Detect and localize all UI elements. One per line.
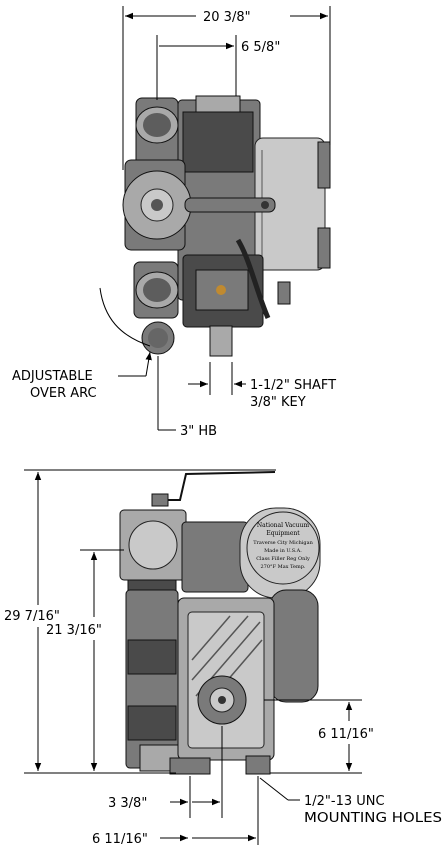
overall-height-dimension: 29 7/16" [4, 469, 276, 774]
adjustable-arc [99, 287, 151, 347]
mount-offset-dimension: 3 3/8" [108, 726, 223, 818]
mount-label-line1: 1/2"-13 UNC [304, 794, 385, 809]
shaft-dimension: 1-1/2" SHAFT 3/8" KEY [188, 362, 336, 410]
shaft-height-dimension: 6 11/16" [264, 699, 374, 774]
nameplate-line1: National Vacuum [257, 522, 309, 529]
arc-callout: ADJUSTABLE OVER ARC [12, 351, 152, 401]
mount-spacing-dimension: 6 11/16" [92, 776, 259, 847]
arc-label-line1: ADJUSTABLE [12, 369, 93, 384]
inlet-height-dimension: 21 3/16" [46, 549, 124, 771]
key-label: 3/8" KEY [250, 395, 306, 410]
mounting-holes-callout: 1/2"-13 UNC MOUNTING HOLES [259, 777, 442, 826]
mount-offset-label: 3 3/8" [108, 796, 147, 811]
overall-width-label: 20 3/8" [203, 10, 251, 25]
inner-width-label: 6 5/8" [241, 40, 280, 55]
overall-width-dimension: 20 3/8" [122, 6, 331, 170]
nameplate-line2: Equipment [266, 530, 300, 537]
front-view-pump [119, 471, 321, 775]
shaft-height-label: 6 11/16" [318, 727, 374, 742]
nameplate-line3: Traverse City Michigan [253, 540, 313, 546]
nameplate-line5: Class Filler Reg Only [256, 556, 310, 562]
inlet-height-label: 21 3/16" [46, 623, 102, 638]
overall-height-label: 29 7/16" [4, 609, 60, 624]
nameplate-line6: 270°F Max Temp. [260, 564, 305, 570]
inner-width-dimension: 6 5/8" [156, 35, 280, 100]
nameplate: National Vacuum Equipment Traverse City … [253, 522, 313, 570]
top-view-pump [122, 95, 331, 357]
hb-callout: 3" HB [157, 356, 217, 439]
shaft-label: 1-1/2" SHAFT [250, 378, 336, 393]
mount-label-line2: MOUNTING HOLES [304, 811, 442, 826]
arc-label-line2: OVER ARC [30, 386, 97, 401]
mount-spacing-label: 6 11/16" [92, 832, 148, 847]
hb-label: 3" HB [180, 424, 217, 439]
nameplate-line4: Made in U.S.A. [264, 548, 302, 554]
